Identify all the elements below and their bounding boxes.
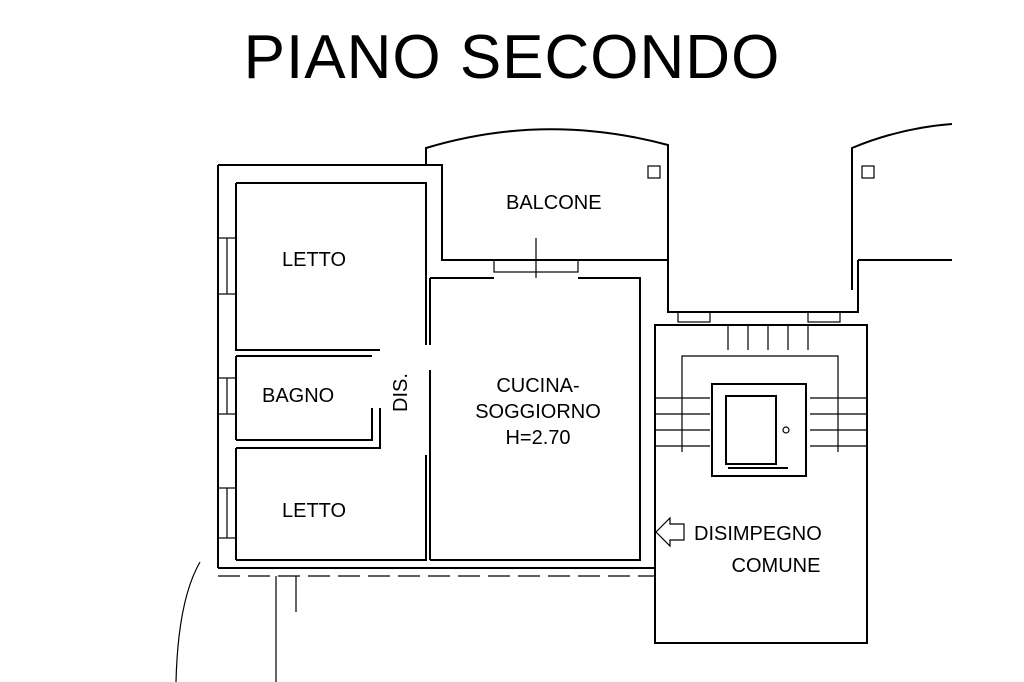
neighbour-balcony bbox=[851, 123, 953, 290]
room-disimpegno-line2: COMUNE bbox=[732, 555, 821, 577]
windows-left bbox=[217, 237, 237, 539]
balcony bbox=[425, 128, 669, 278]
room-balcone: BALCONE bbox=[506, 192, 602, 214]
room-cucina-line2: SOGGIORNO bbox=[475, 401, 601, 423]
entrance-arrow-icon bbox=[655, 516, 685, 548]
room-disimpegno-line1: DISIMPEGNO bbox=[694, 523, 822, 545]
room-bagno: BAGNO bbox=[262, 385, 334, 407]
room-dis: DIS. bbox=[390, 373, 412, 412]
room-letto-top: LETTO bbox=[282, 249, 346, 271]
outer-walls bbox=[217, 164, 859, 569]
room-letto-bottom: LETTO bbox=[282, 500, 346, 522]
room-cucina-line3: H=2.70 bbox=[505, 427, 570, 449]
page-title: PIANO SECONDO bbox=[243, 23, 781, 92]
room-cucina-line1: CUCINA- bbox=[496, 375, 579, 397]
stair-block bbox=[654, 311, 868, 644]
